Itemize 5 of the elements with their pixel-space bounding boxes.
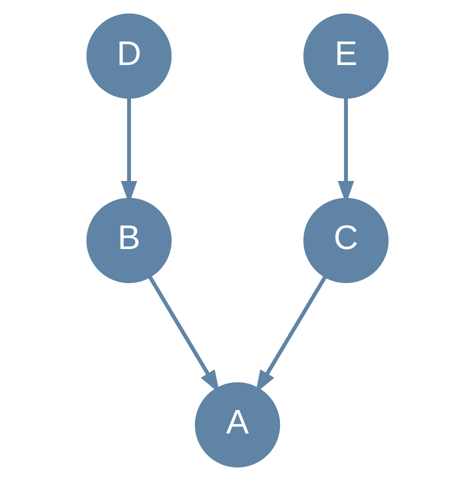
node-circle: B (86, 198, 172, 284)
node-circle: D (86, 14, 172, 99)
node-circle: A (194, 382, 280, 468)
node-circle: C (302, 198, 388, 284)
node-circle: E (302, 14, 388, 99)
